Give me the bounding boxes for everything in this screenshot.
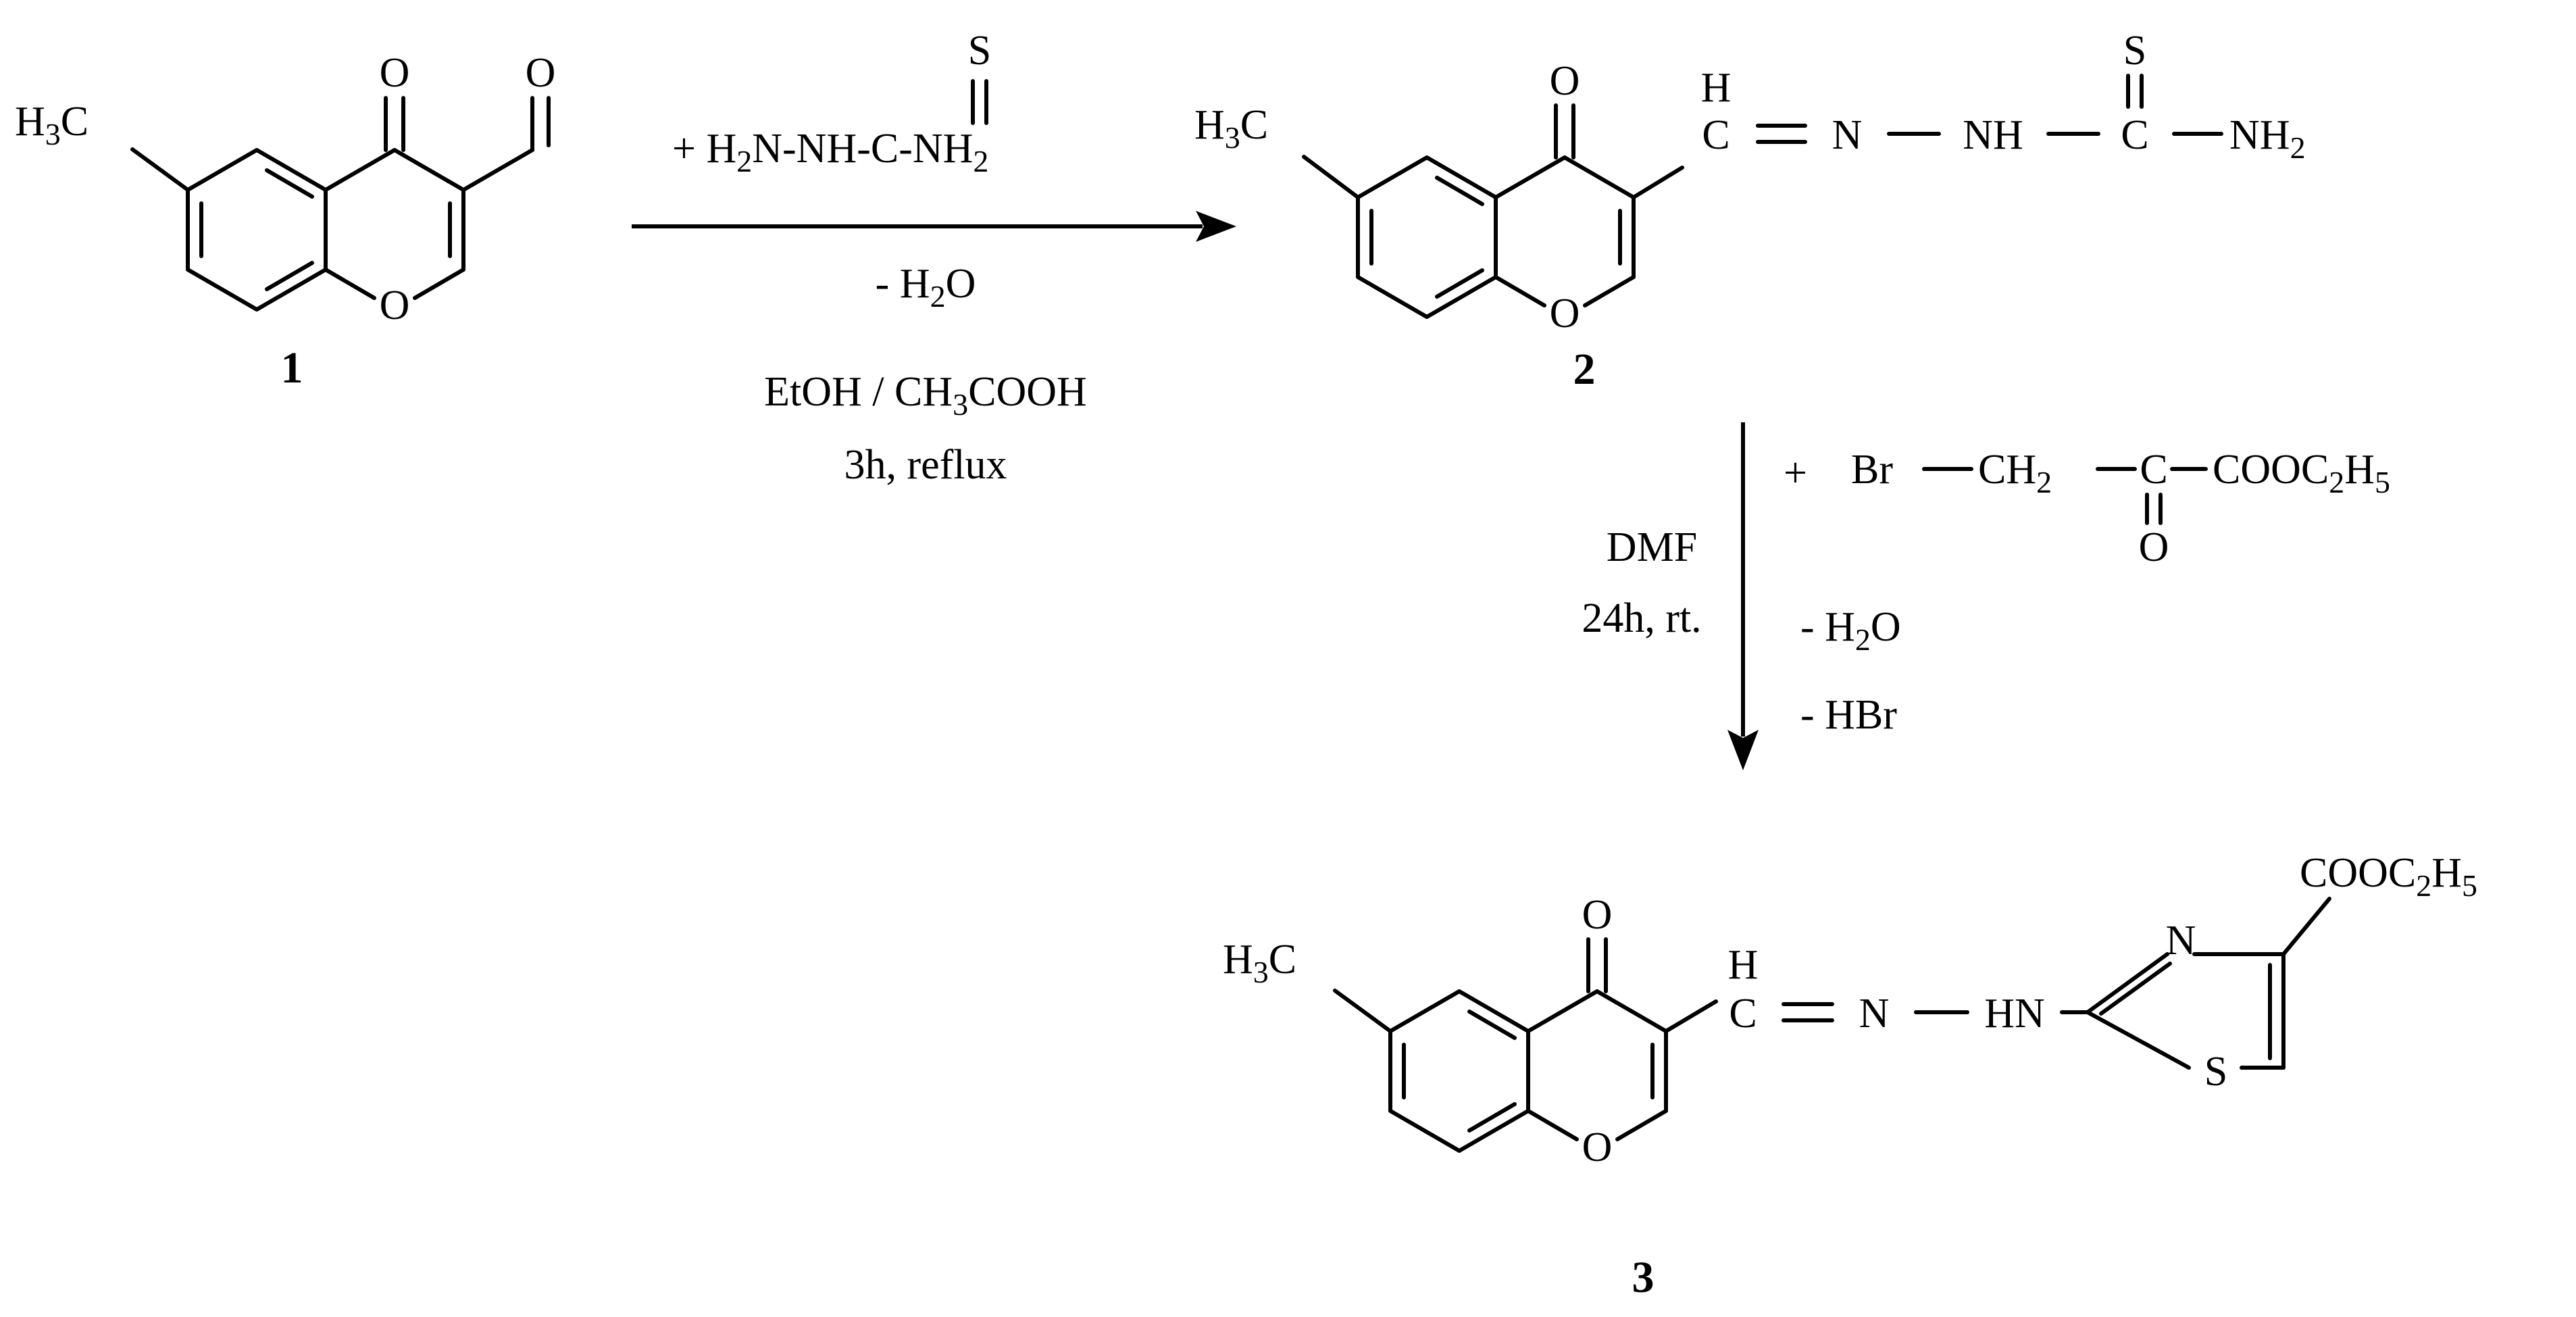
step-2-byproduct-1: - H2​O [1800,604,1901,657]
compound-3-hn: HN [1984,991,2045,1037]
compound-1-ketone-o: O [380,50,410,96]
compound-3-c: C [1729,991,1757,1037]
compound-2-n: N [1832,112,1863,158]
step-2-reagent-prefix: + [1784,450,1807,496]
compound-2-thio-c: C [2121,112,2148,158]
compound-2-s: S [2123,28,2146,74]
step-1-byproduct: - H2​O [876,261,976,314]
compound-3-ring-s: S [2204,1049,2227,1095]
compound-2-c: C [1702,112,1729,158]
step-2-conditions: 24h, rt. [1582,595,1701,641]
reaction-arrow-2-head [1727,730,1759,770]
compound-2: H3​C O O H C N NH C S NH2​ 2 [1194,28,2306,394]
step-2-ch2: CH2​ [1978,447,2052,499]
step-2-solvent: DMF [1607,524,1697,570]
compound-1: H3​C O O O 1 [15,50,555,393]
compound-3-ring-n: N [2166,918,2196,964]
step-2-ester: COOC2​H5​ [2213,447,2390,499]
compound-3-h: H [1728,942,1759,988]
step-2-br: Br [1851,447,1893,493]
reaction-arrow-1-head [1196,211,1236,242]
compound-1-label: 1 [281,343,303,393]
compound-2-h: H [1701,65,1732,111]
step-2-carbonyl-o: O [2139,524,2169,570]
compound-3-ester: COOC2​H5​ [2300,850,2477,903]
step-1-reagent-s: S [968,28,991,74]
reaction-step-1: S + H2​N-NH-C-NH2​ - H2​O EtOH / CH3​COO… [632,28,1236,488]
compound-2-ketone-o: O [1550,58,1580,104]
compound-2-nh2: NH2​ [2229,112,2306,165]
step-2-byproduct-2: - HBr [1800,692,1897,738]
step-2-c: C [2140,447,2167,493]
compound-3-label: 3 [1632,1253,1655,1302]
step-1-reagent: + H2​N-NH-C-NH2​ [672,126,988,178]
step-1-solvent: EtOH / CH3​COOH [764,369,1087,422]
compound-1-ring-o: O [380,282,410,328]
reaction-step-2: + Br CH2​ C COOC2​H5​ O DMF 24h, rt. - H… [1582,422,2390,770]
compound-3-ring-o: O [1582,1124,1613,1170]
compound-3-n: N [1859,991,1890,1037]
compound-1-aldehyde-o: O [526,50,556,96]
compound-1-methyl: H3​C [15,99,89,151]
compound-2-methyl: H3​C [1194,102,1268,155]
compound-2-nh: NH [1963,112,2023,158]
compound-3-methyl: H3​C [1223,937,1296,989]
step-1-conditions: 3h, reflux [844,442,1007,488]
compound-2-ring-o: O [1550,291,1580,337]
compound-2-label: 2 [1573,345,1596,394]
compound-3-ketone-o: O [1582,892,1613,938]
compound-3: H3​C O O H C N HN N S COOC2​H5​ 3 [1223,850,2477,1302]
